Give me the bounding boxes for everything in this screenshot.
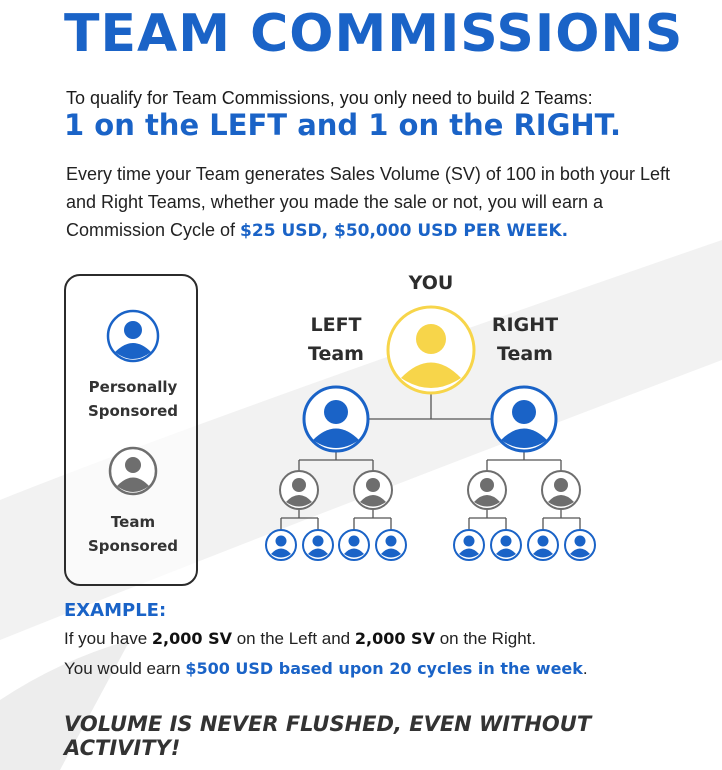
left-team-label: Team [308, 343, 364, 365]
team-sponsored-label: Sponsored [87, 537, 179, 555]
legend-icons [106, 309, 160, 496]
level-3-members [265, 529, 596, 561]
member-icon [338, 529, 370, 561]
left-right-heading: 1 on the LEFT and 1 on the RIGHT. [64, 108, 622, 142]
qualify-text: To qualify for Team Commissions, you onl… [66, 88, 593, 108]
commission-highlight: $25 USD, $50,000 USD PER WEEK. [240, 221, 569, 241]
paragraph-line-1: Every time your Team generates Sales Vol… [66, 164, 670, 184]
example-text: You would earn [64, 659, 186, 678]
paragraph-line-2: and Right Teams, whether you made the sa… [66, 192, 603, 212]
team-member-icon [279, 470, 319, 510]
team-member-icon [353, 470, 393, 510]
personally-sponsored-icon [106, 309, 160, 363]
team-member-icon [541, 470, 581, 510]
member-icon [375, 529, 407, 561]
member-icon [265, 529, 297, 561]
example-heading: EXAMPLE: [64, 600, 167, 621]
example-text: on the Right. [434, 629, 537, 648]
legend-box: Personally Sponsored Team Sponsored [64, 274, 198, 586]
you-avatar-icon [386, 305, 476, 395]
example-text: . [582, 659, 588, 678]
sponsored-label: Sponsored [87, 402, 179, 420]
binary-tree-diagram [265, 305, 596, 561]
commission-paragraph: Every time your Team generates Sales Vol… [66, 160, 686, 245]
member-icon [527, 529, 559, 561]
member-icon [564, 529, 596, 561]
right-team-avatar-icon [490, 385, 558, 453]
left-sv-value: 2,000 SV [151, 629, 232, 648]
member-icon [490, 529, 522, 561]
team-label: Team [110, 513, 156, 531]
personally-label: Personally [88, 378, 178, 396]
page-title: TEAM COMMISSIONS [64, 4, 684, 64]
volume-statement: VOLUME IS NEVER FLUSHED, EVEN WITHOUT AC… [64, 712, 592, 760]
left-label: LEFT [310, 314, 362, 336]
team-member-icon [467, 470, 507, 510]
earnings-highlight: $500 USD based upon 20 cycles in the wee… [185, 659, 583, 678]
member-icon [302, 529, 334, 561]
right-team-label: Team [497, 343, 553, 365]
example-line-2: You would earn $500 USD based upon 20 cy… [64, 659, 588, 679]
paragraph-line-3: Commission Cycle of $25 USD, $50,000 USD… [66, 216, 686, 245]
example-text: on the Left and [231, 629, 355, 648]
member-icon [453, 529, 485, 561]
example-text: If you have [64, 629, 152, 648]
you-label: YOU [408, 272, 454, 294]
example-line-1: If you have 2,000 SV on the Left and 2,0… [64, 629, 536, 649]
right-sv-value: 2,000 SV [354, 629, 435, 648]
left-team-avatar-icon [302, 385, 370, 453]
team-sponsored-icon [108, 446, 158, 496]
right-label: RIGHT [491, 314, 559, 336]
paragraph-line-3-prefix: Commission Cycle of [66, 220, 241, 240]
